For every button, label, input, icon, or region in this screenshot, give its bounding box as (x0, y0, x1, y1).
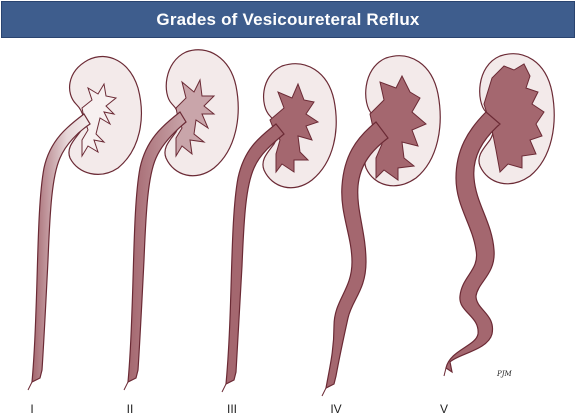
grade-1-illustration (31, 55, 142, 384)
grade-label-4: IV (330, 402, 342, 416)
title-bar: Grades of Vesicoureteral Reflux (1, 1, 575, 38)
grade-4-pelvis (369, 74, 427, 181)
grade-3-illustration (225, 63, 337, 386)
ureter-end-marks (27, 367, 447, 397)
grade-2-pelvis (175, 78, 216, 158)
grade-label-3: III (226, 402, 238, 416)
grade-2-ureter (127, 111, 187, 384)
grade-5-ureter (445, 111, 501, 374)
grade-4-illustration (325, 55, 441, 390)
grade-5-illustration (445, 53, 555, 374)
grade-2-illustration (127, 49, 239, 384)
grade-4-ureter (325, 121, 389, 390)
diagram-title: Grades of Vesicoureteral Reflux (156, 9, 420, 29)
grade-label-1: I (30, 402, 34, 416)
grade-label-2: II (126, 402, 134, 416)
grade-5-pelvis (483, 63, 545, 174)
artist-initials: PJM (497, 370, 512, 378)
grade-1-ureter (31, 113, 91, 384)
grade-3-pelvis (269, 82, 320, 174)
grade-label-5: V (439, 402, 449, 416)
grade-1-pelvis (81, 82, 118, 158)
grade-3-ureter (225, 123, 285, 386)
